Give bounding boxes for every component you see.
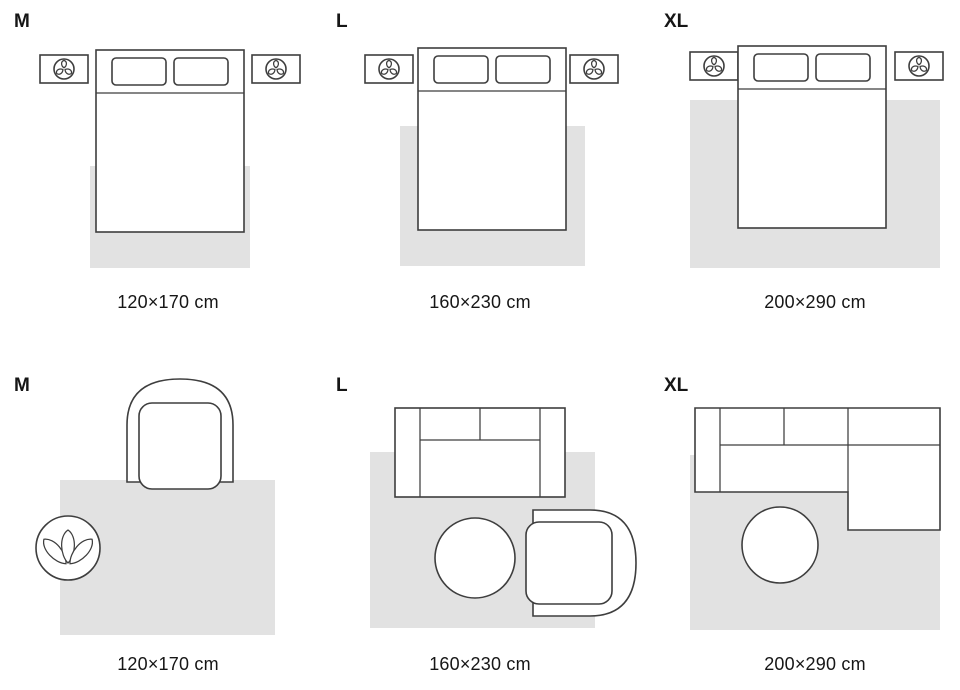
bedroom-xl-diagram: XL 200×290 cm xyxy=(664,11,960,312)
size-label: XL xyxy=(664,11,689,32)
panel-bedroom-m: M 120×170 cm xyxy=(0,0,320,345)
pouf xyxy=(434,517,516,599)
nightstand-right xyxy=(895,52,943,80)
panel-living-l: L 160×230 cm xyxy=(320,345,640,690)
size-label: M xyxy=(14,375,30,396)
nightstand-left xyxy=(690,52,738,80)
bedroom-l-diagram: L 160×230 cm xyxy=(336,11,640,312)
nightstand-left xyxy=(40,55,88,83)
panel-bedroom-l: L 160×230 cm xyxy=(320,0,640,345)
size-label: L xyxy=(336,375,348,396)
rug-dimensions: 160×230 cm xyxy=(429,654,531,674)
rug-dimensions: 120×170 cm xyxy=(117,292,219,312)
nightstand-right xyxy=(252,55,300,83)
bedroom-m-diagram: M 120×170 cm xyxy=(14,11,320,312)
sofa xyxy=(394,407,566,498)
bed xyxy=(737,45,887,229)
living-l-diagram: L 160×230 cm xyxy=(336,375,637,674)
size-label: M xyxy=(14,11,30,32)
bed xyxy=(417,47,567,231)
rug-dimensions: 200×290 cm xyxy=(764,292,866,312)
armchair xyxy=(126,378,234,490)
panel-living-m: M 120×170 cm xyxy=(0,345,320,690)
pouf xyxy=(741,506,819,584)
rug-dimensions: 200×290 cm xyxy=(764,654,866,674)
rug-dimensions: 120×170 cm xyxy=(117,654,219,674)
living-xl-diagram: XL 200×290 cm xyxy=(664,375,941,674)
nightstand-left xyxy=(365,55,413,83)
size-label: XL xyxy=(664,375,689,396)
living-m-diagram: M 120×170 cm xyxy=(14,375,275,674)
panel-living-xl: XL 200×290 cm xyxy=(640,345,960,690)
sectional-sofa xyxy=(694,407,941,531)
bed xyxy=(95,49,245,233)
rug-dimensions: 160×230 cm xyxy=(429,292,531,312)
size-label: L xyxy=(336,11,348,32)
armchair xyxy=(525,509,637,617)
panel-bedroom-xl: XL 200×290 cm xyxy=(640,0,960,345)
plant-icon xyxy=(36,516,100,580)
nightstand-right xyxy=(570,55,618,83)
